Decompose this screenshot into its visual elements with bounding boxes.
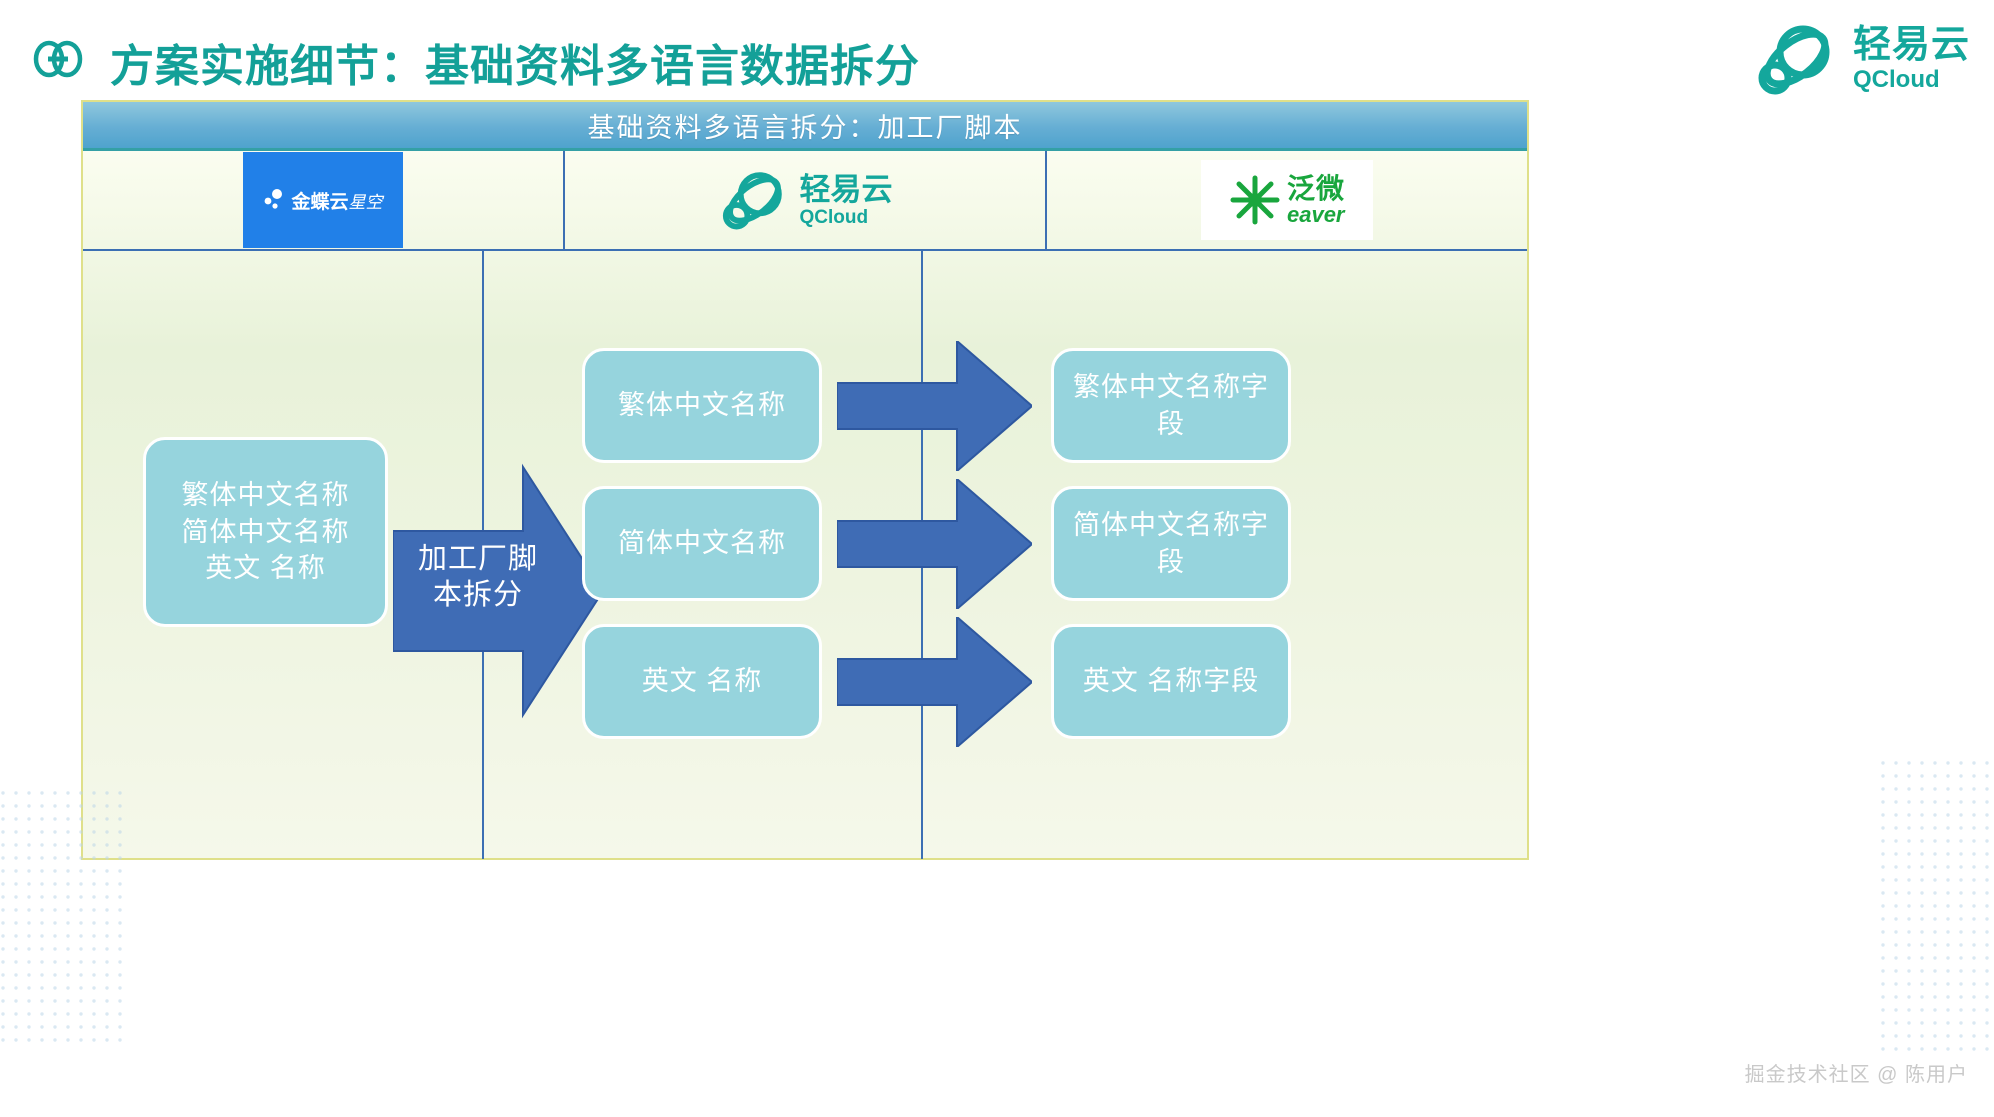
logo-cell-qcloud: 轻易云 QCloud — [563, 151, 1045, 249]
weaver-logo: 泛微 eaver — [1201, 160, 1373, 240]
split-arrow — [393, 463, 603, 719]
split-arrow-label-line-2: 本拆分 — [432, 579, 523, 612]
logo-cell-weaver: 泛微 eaver — [1045, 151, 1527, 249]
qcloud-logo: 轻易云 QCloud — [718, 166, 893, 234]
link-icon — [33, 40, 83, 78]
middle-box-1: 繁体中文名称 — [582, 348, 822, 463]
brand-text: 轻易云 QCloud — [1853, 26, 1970, 92]
source-box-line-2: 简体中文名称 — [181, 516, 350, 547]
weaver-logo-text: 泛微 eaver — [1286, 172, 1345, 227]
qcloud-name-en: QCloud — [799, 206, 869, 228]
target-box-2: 简体中文名称字段 — [1051, 486, 1291, 601]
middle-box-3: 英文 名称 — [582, 624, 822, 739]
kingdee-logo-text: 金蝶云星空 — [291, 191, 383, 213]
kingdee-cloud-logo: 金蝶云星空 — [243, 152, 403, 248]
weaver-star-icon — [1230, 175, 1280, 225]
page-header: 方案实施细节：基础资料多语言数据拆分 轻易云 QCloud — [0, 0, 1994, 118]
qcloud-orbit-icon — [1758, 25, 1830, 95]
brand-name-en: QCloud — [1852, 66, 1940, 93]
middle-box-2: 简体中文名称 — [582, 486, 822, 601]
dot-grid-right — [1880, 760, 1994, 1060]
weaver-name-cn: 泛微 — [1286, 172, 1345, 204]
weaver-name-en: eaver — [1286, 201, 1345, 227]
logo-row: 金蝶云星空 轻易云 QCloud — [83, 151, 1527, 251]
diagram-board: 金蝶云星空 轻易云 QCloud — [83, 148, 1527, 859]
qcloud-name-cn: 轻易云 — [799, 171, 893, 207]
brand-logo: 轻易云 QCloud — [1753, 16, 1970, 102]
target-box-1: 繁体中文名称字段 — [1051, 348, 1291, 463]
page-title: 方案实施细节：基础资料多语言数据拆分 — [110, 42, 920, 91]
banner: 基础资料多语言拆分：加工厂脚本 — [83, 102, 1527, 148]
source-box-line-3: 英文 名称 — [205, 553, 326, 584]
split-arrow-label-line-1: 加工厂脚 — [417, 543, 538, 575]
logo-cell-kingdee: 金蝶云星空 — [83, 151, 563, 249]
source-box: 繁体中文名称 简体中文名称 英文 名称 — [143, 437, 388, 627]
qcloud-orbit-icon — [722, 172, 782, 230]
banner-title: 基础资料多语言拆分：加工厂脚本 — [587, 112, 1023, 143]
transfer-arrow-3 — [837, 617, 1032, 747]
footer-credit: 掘金技术社区 @ 陈用户 — [1744, 1064, 1968, 1086]
split-arrow-label: 加工厂脚 本拆分 — [403, 541, 553, 614]
flow-columns: 繁体中文名称 简体中文名称 英文 名称 加工厂脚 本拆分 繁体中文名称 简体中文… — [83, 251, 1527, 859]
source-box-line-1: 繁体中文名称 — [181, 480, 350, 511]
transfer-arrow-2 — [837, 479, 1032, 609]
qcloud-logo-text: 轻易云 QCloud — [800, 174, 893, 227]
transfer-arrow-1 — [837, 341, 1032, 471]
kingdee-dots-icon — [265, 189, 283, 209]
content-frame: 基础资料多语言拆分：加工厂脚本 金蝶云星空 — [81, 100, 1529, 860]
target-box-3: 英文 名称字段 — [1051, 624, 1291, 739]
brand-name-cn: 轻易云 — [1852, 24, 1970, 66]
